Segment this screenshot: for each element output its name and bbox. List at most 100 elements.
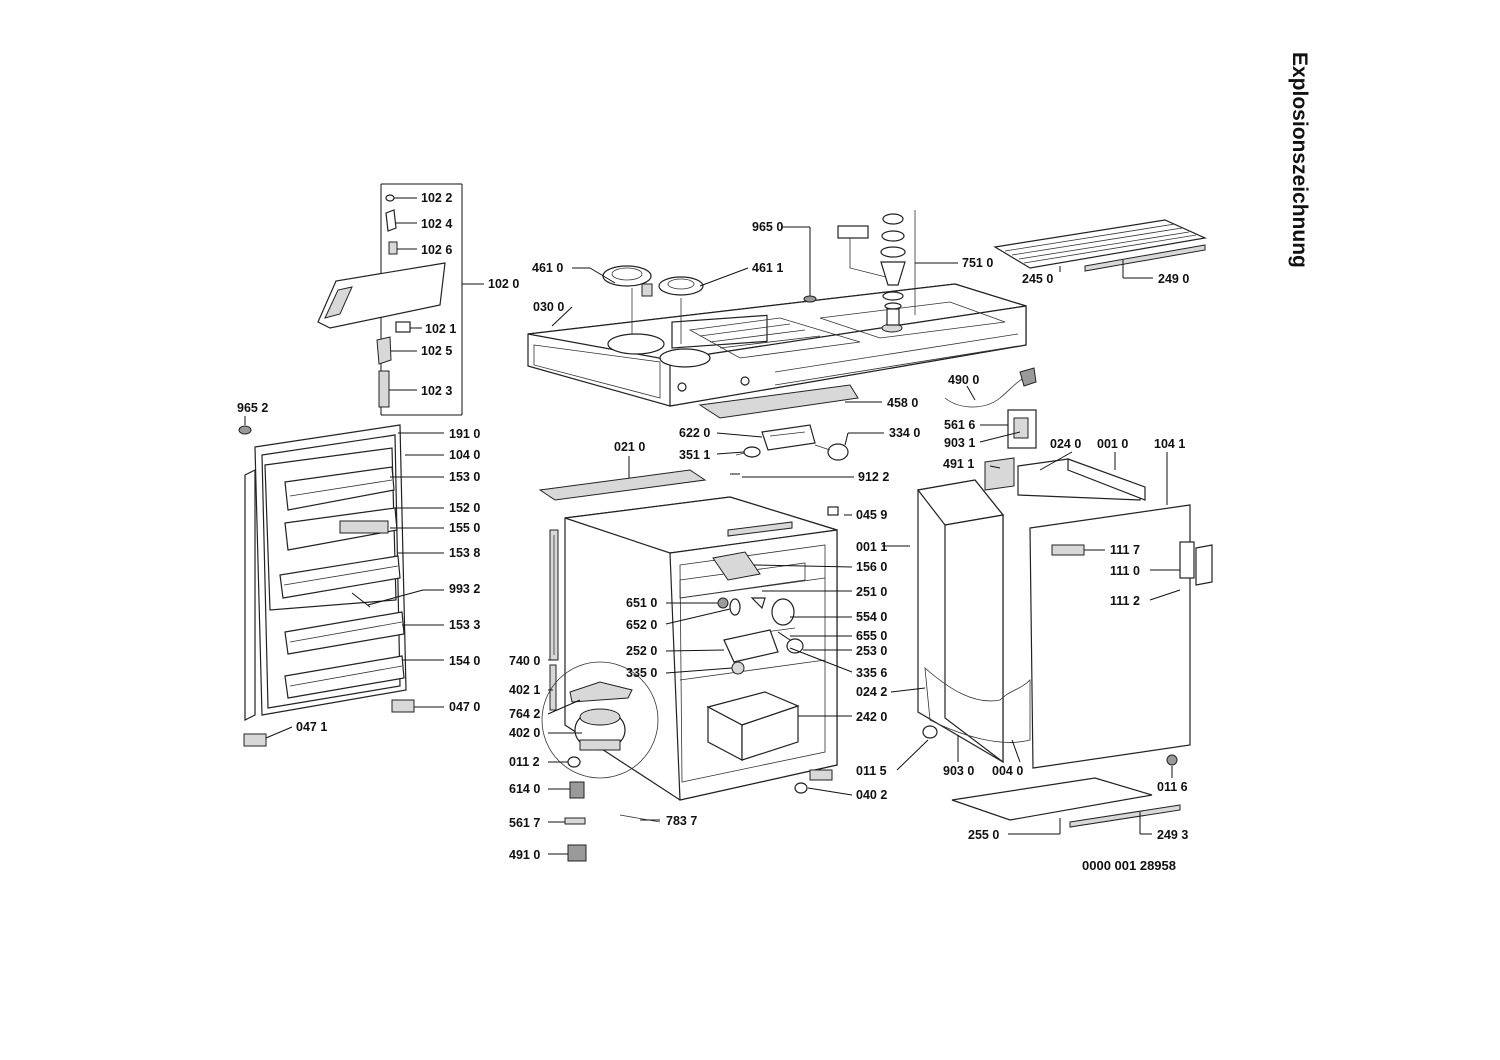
- badge-1117: [1051, 544, 1085, 556]
- door-edge: [244, 469, 256, 721]
- fan-grille-1560: [712, 551, 761, 581]
- label-335-6: 335 6: [856, 666, 887, 680]
- label-334-0: 334 0: [889, 426, 920, 440]
- compressor-circle: [541, 661, 659, 779]
- label-255-0: 255 0: [968, 828, 999, 842]
- label-249-3: 249 3: [1157, 828, 1188, 842]
- capillary-4021: [549, 664, 557, 711]
- screw-icon: [238, 425, 252, 435]
- label-965-2: 965 2: [237, 401, 268, 415]
- base-plate-2550: [951, 777, 1153, 821]
- cap-4910: [567, 844, 587, 862]
- plug-head-icon: [1019, 367, 1037, 387]
- label-155-0: 155 0: [449, 521, 480, 535]
- door-assembly: 965 2 191 0 104 0 153 0 152 0 155 0 153 …: [237, 401, 480, 747]
- label-104-1: 104 1: [1154, 437, 1185, 451]
- label-111-7: 111 7: [1110, 543, 1140, 557]
- label-351-1: 351 1: [679, 448, 710, 462]
- bottle-retainer: [351, 592, 371, 608]
- label-102-3: 102 3: [421, 384, 452, 398]
- door-shelf-1530: [284, 466, 395, 511]
- label-554-0: 554 0: [856, 610, 887, 624]
- screw-cap-icon: [385, 194, 417, 202]
- control-knob-icon: [677, 382, 687, 392]
- egg-tray-1520: [284, 507, 398, 551]
- label-104-0: 104 0: [449, 448, 480, 462]
- label-740-0: 740 0: [509, 654, 540, 668]
- rail-4580: [698, 384, 859, 419]
- label-491-1: 491 1: [943, 457, 974, 471]
- label-024-2: 024 2: [856, 685, 887, 699]
- label-102-6: 102 6: [421, 243, 452, 257]
- power-cord-group: 490 0 561 6 903 1: [944, 367, 1037, 450]
- label-912-2: 912 2: [858, 470, 889, 484]
- trim-strip-2493: [1069, 804, 1181, 828]
- label-764-2: 764 2: [509, 707, 540, 721]
- bracket-icon: [388, 241, 417, 255]
- foot-0402: [794, 782, 808, 794]
- label-783-7: 783 7: [666, 814, 697, 828]
- relay-6140: [569, 781, 585, 799]
- shelf-trim-2490: [1084, 244, 1206, 272]
- label-152-0: 152 0: [449, 501, 480, 515]
- label-242-0: 242 0: [856, 710, 887, 724]
- label-102-1: 102 1: [425, 322, 456, 336]
- label-111-0: 111 0: [1110, 564, 1140, 578]
- lamp-housing-2520: [723, 629, 779, 663]
- hob-ring-left: [607, 333, 665, 355]
- label-461-1: 461 1: [752, 261, 783, 275]
- document-number: 0000 001 28958: [1082, 858, 1176, 873]
- label-253-0: 253 0: [856, 644, 887, 658]
- label-001-0: 001 0: [1097, 437, 1128, 451]
- label-191-0: 191 0: [449, 427, 480, 441]
- screw-0459: [827, 506, 839, 516]
- hinge-bottom-icon: [243, 733, 267, 747]
- handle-panel: [317, 262, 446, 329]
- label-024-0: 024 0: [1050, 437, 1081, 451]
- label-011-6: 011 6: [1157, 780, 1188, 794]
- label-245-0: 245 0: [1022, 272, 1053, 286]
- tap-assembly-7510: [837, 210, 916, 326]
- hinge-0402: [809, 769, 833, 781]
- worktop-assembly: 965 0 461 0 461 1 030 0 751 0 458 0: [527, 210, 1027, 419]
- foot-0115: [922, 725, 938, 739]
- label-655-0: 655 0: [856, 629, 887, 643]
- housing-front-door-1041: [1029, 504, 1191, 769]
- control-panel: [671, 314, 768, 349]
- hob-ring-right: [659, 348, 711, 368]
- condenser-7400: [549, 529, 559, 661]
- hinge-small-icon: [395, 321, 422, 333]
- label-402-1: 402 1: [509, 683, 540, 697]
- label-154-0: 154 0: [449, 654, 480, 668]
- compressor-bracket-7642: [569, 681, 633, 703]
- door-shelf-1538: [279, 555, 401, 599]
- door-shelf-1540: [284, 655, 405, 699]
- door-shelf-1533: [284, 611, 405, 655]
- label-458-0: 458 0: [887, 396, 918, 410]
- label-903-1: 903 1: [944, 436, 975, 450]
- label-001-1: 001 1: [856, 540, 887, 554]
- label-335-0: 335 0: [626, 666, 657, 680]
- lamp-bulb-3350: [731, 661, 745, 675]
- handle-parts-group: 102 2 102 4 102 6 102 0 102 1 102 5 102 …: [317, 183, 519, 416]
- label-490-0: 490 0: [948, 373, 979, 387]
- insulation-4911: [984, 457, 1015, 491]
- clip-5617: [564, 817, 586, 825]
- label-011-5: 011 5: [856, 764, 887, 778]
- label-011-2: 011 2: [509, 755, 540, 769]
- label-102-2: 102 2: [421, 191, 452, 205]
- handle-1110: [1179, 541, 1213, 586]
- top-rail-0210: [538, 469, 707, 501]
- label-102-0: 102 0: [488, 277, 519, 291]
- label-252-0: 252 0: [626, 644, 657, 658]
- crisper-drawer-2420: [706, 691, 800, 761]
- label-249-0: 249 0: [1158, 272, 1189, 286]
- thermostat-knob-3340: [814, 443, 849, 461]
- plug-icon: [803, 295, 817, 303]
- label-045-9: 045 9: [856, 508, 887, 522]
- label-047-0: 047 0: [449, 700, 480, 714]
- label-004-0: 004 0: [992, 764, 1023, 778]
- label-402-0: 402 0: [509, 726, 540, 740]
